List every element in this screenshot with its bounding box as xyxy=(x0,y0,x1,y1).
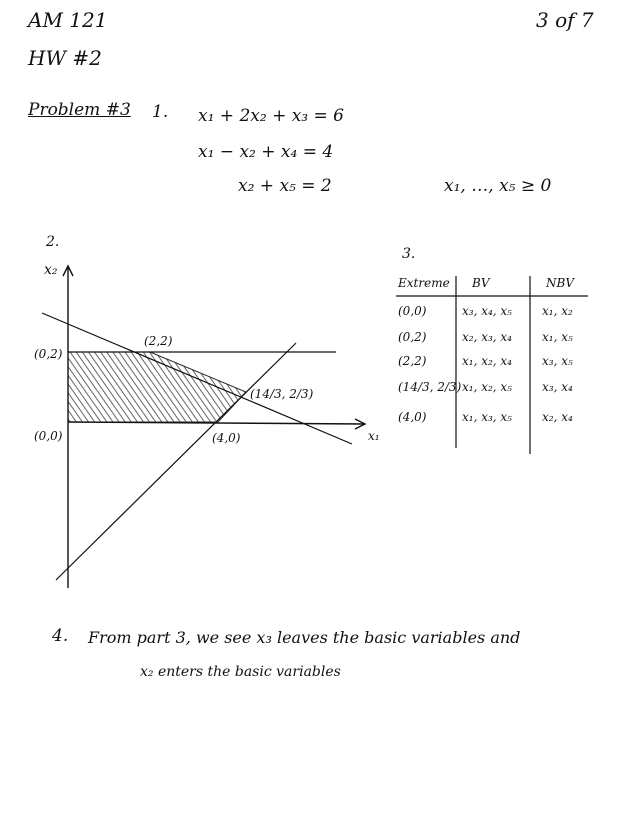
feasible-region xyxy=(67,351,247,423)
equation-1: x₁ + 2x₂ + x₃ = 6 xyxy=(198,106,344,126)
part4-answer-line-2: x₂ enters the basic variables xyxy=(140,664,341,680)
y-axis-arrow xyxy=(62,264,74,277)
table-row: (2,2) x₁, x₂, x₄ x₃, x₅ xyxy=(396,354,588,378)
column-header-bv: BV xyxy=(472,276,490,290)
problem-title: Problem #3 xyxy=(28,100,131,120)
equation-2: x₁ − x₂ + x₄ = 4 xyxy=(198,142,334,162)
extreme-point-cell: (14/3, 2/3) xyxy=(398,380,462,394)
part4-answer-line-1: From part 3, we see x₃ leaves the basic … xyxy=(88,628,521,647)
bv-cell: x₃, x₄, x₅ xyxy=(462,304,512,318)
part3-number: 3. xyxy=(402,246,416,262)
point-label-14-3: (14/3, 2/3) xyxy=(250,387,314,401)
bv-cell: x₁, x₂, x₅ xyxy=(462,380,512,394)
bv-cell: x₁, x₃, x₅ xyxy=(462,410,512,424)
column-header-nbv: NBV xyxy=(546,276,574,290)
nbv-cell: x₃, x₅ xyxy=(542,354,573,368)
bv-cell: x₁, x₂, x₄ xyxy=(462,354,512,368)
table-row: (4,0) x₁, x₃, x₅ x₂, x₄ xyxy=(396,410,588,434)
equation-3: x₂ + x₅ = 2 xyxy=(238,176,332,196)
nbv-cell: x₃, x₄ xyxy=(542,380,573,394)
nbv-cell: x₁, x₅ xyxy=(542,330,573,344)
table-header-row: Extreme BV NBV xyxy=(396,276,588,300)
nbv-cell: x₂, x₄ xyxy=(542,410,573,424)
extreme-point-cell: (0,2) xyxy=(398,330,427,344)
table-row: (14/3, 2/3) x₁, x₂, x₅ x₃, x₄ xyxy=(396,380,588,404)
bv-cell: x₂, x₃, x₄ xyxy=(462,330,512,344)
extreme-point-cell: (2,2) xyxy=(398,354,427,368)
page-counter: 3 of 7 xyxy=(536,8,594,32)
part4-number: 4. xyxy=(52,626,69,646)
x-axis-label: x₁ xyxy=(368,429,380,443)
nbv-cell: x₁, x₂ xyxy=(542,304,573,318)
point-label-2-2: (2,2) xyxy=(144,334,173,348)
column-header-extreme: Extreme xyxy=(398,276,450,290)
point-label-origin: (0,0) xyxy=(34,429,63,443)
table-row: (0,2) x₂, x₃, x₄ x₁, x₅ xyxy=(396,330,588,354)
table-row: (0,0) x₃, x₄, x₅ x₁, x₂ xyxy=(396,304,588,328)
constraint-line-2 xyxy=(55,342,297,581)
point-label-0-2: (0,2) xyxy=(34,347,63,361)
x-axis xyxy=(67,421,366,425)
part2-number: 2. xyxy=(46,234,60,250)
x-axis-arrow xyxy=(354,418,367,430)
nonnegativity-constraint: x₁, …, x₅ ≥ 0 xyxy=(444,176,552,196)
part1-number: 1. xyxy=(152,102,169,122)
homework-label: HW #2 xyxy=(28,46,102,70)
constraint-line-1 xyxy=(41,312,353,445)
extreme-point-cell: (0,0) xyxy=(398,304,427,318)
extreme-point-cell: (4,0) xyxy=(398,410,427,424)
y-axis-label: x₂ xyxy=(44,262,58,278)
course-label: AM 121 xyxy=(28,8,108,32)
point-label-4-0: (4,0) xyxy=(212,431,241,445)
